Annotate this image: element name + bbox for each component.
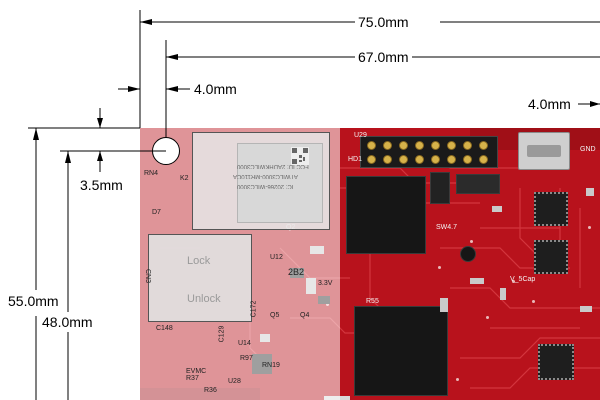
silk-c148: C148 <box>156 325 173 332</box>
dim-height-48: 48.0mm <box>40 314 95 330</box>
capacitor-block <box>456 174 500 194</box>
dim-offset-4-right: 4.0mm <box>526 96 573 112</box>
processor-chip <box>346 176 426 254</box>
silk-k2: K2 <box>180 175 189 182</box>
unlock-label: Unlock <box>187 293 221 305</box>
via <box>532 300 535 303</box>
silk-3v3: 3.3V <box>318 280 333 287</box>
qfn-chip <box>534 192 568 226</box>
smd-part <box>440 298 448 312</box>
silk-u14: U14 <box>238 340 251 347</box>
silk-u12: U12 <box>270 254 283 261</box>
silk-evmc: EVMC <box>186 368 207 375</box>
smd-part <box>500 288 506 300</box>
silk-hd1: HD1 <box>348 156 363 163</box>
silk-rn19: RN19 <box>262 362 280 369</box>
via <box>470 240 473 243</box>
qfn-chip <box>538 344 574 380</box>
memory-chip <box>354 306 448 396</box>
silk-q5: Q5 <box>270 312 280 319</box>
usb-connector-icon <box>518 132 570 170</box>
smd-part <box>580 306 592 312</box>
pin-header-icon <box>360 136 498 168</box>
via <box>456 378 459 381</box>
silk-r36: R36 <box>204 387 217 394</box>
silk-q4: Q4 <box>300 312 310 319</box>
silk-sw4: SW4.7 <box>436 224 458 231</box>
silk-u28: U28 <box>228 378 241 385</box>
via <box>588 226 591 229</box>
silk-r97: R97 <box>240 355 253 362</box>
via <box>438 266 441 269</box>
dim-width-75: 75.0mm <box>356 14 411 30</box>
smd-part <box>586 188 594 196</box>
silk-r55: R55 <box>366 298 379 305</box>
dim-width-67: 67.0mm <box>356 49 411 65</box>
via <box>512 280 515 283</box>
qr-code-icon <box>291 147 309 165</box>
wifi-module: ATWILC3000-MR110CA FCC ID: 2ADHKWILC3000… <box>192 132 330 230</box>
lock-label: Lock <box>187 255 211 267</box>
silk-2b2: 2B2 <box>288 267 305 277</box>
silk-rn4: RN4 <box>144 170 159 177</box>
silk-v5: V_5Cap <box>510 276 536 283</box>
dim-offset-4-left: 4.0mm <box>192 81 239 97</box>
silk-u29: U29 <box>354 132 367 139</box>
dim-height-55: 55.0mm <box>6 293 61 309</box>
silk-r37: R37 <box>186 375 199 382</box>
via <box>486 316 489 319</box>
silk-gnd: GND <box>580 146 596 153</box>
inductor-block <box>430 172 450 204</box>
smd-part <box>492 206 502 212</box>
qfn-chip <box>534 240 568 274</box>
silk-d7: D7 <box>152 209 161 216</box>
smd-part <box>470 278 484 284</box>
sd-card-slot: Lock Unlock <box>148 234 252 322</box>
small-ic <box>460 246 476 262</box>
dim-offset-3-5: 3.5mm <box>78 177 125 193</box>
